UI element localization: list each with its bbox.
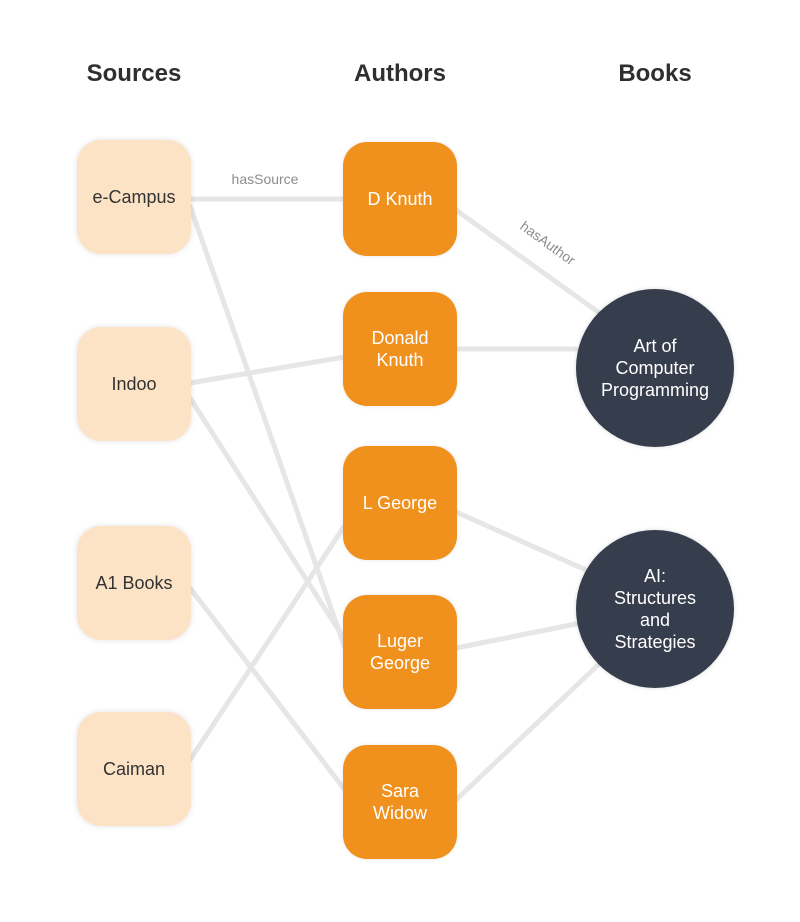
sources-column-header: Sources — [86, 60, 182, 87]
source-node-e-campus[interactable]: e-Campus — [77, 140, 191, 254]
book-node-ai-structures-and-strategies[interactable]: AI: Structures and Strategies — [576, 530, 734, 688]
authors-column-header: Authors — [354, 60, 446, 87]
source-node-indoo[interactable]: Indoo — [77, 327, 191, 441]
edge-lgeorge-aistructures — [453, 509, 589, 573]
author-node-donald-knuth[interactable]: Donald Knuth — [343, 292, 457, 406]
has-source-label: hasSource — [232, 171, 299, 187]
edge-a1books-sarawidow — [187, 585, 348, 793]
author-node-l-george[interactable]: L George — [343, 446, 457, 560]
source-node-a1-books[interactable]: A1 Books — [77, 526, 191, 640]
author-node-sara-widow[interactable]: Sara Widow — [343, 745, 457, 859]
edge-ecampus-lugergeorge — [187, 203, 348, 651]
author-node-luger-george[interactable]: Luger George — [343, 595, 457, 709]
edge-indoo-lugergeorge — [187, 395, 348, 643]
edge-sarawidow-aistructures — [453, 662, 601, 803]
edge-lugergeorge-aistructures — [453, 621, 579, 651]
source-node-caiman[interactable]: Caiman — [77, 712, 191, 826]
edge-dknuth-artofcomputerprogramming — [453, 207, 601, 315]
book-node-art-of-computer-programming[interactable]: Art of Computer Programming — [576, 289, 734, 447]
books-column-header: Books — [618, 60, 692, 87]
edge-indoo-donaldknuth — [187, 354, 348, 386]
author-node-d-knuth[interactable]: D Knuth — [343, 142, 457, 256]
edge-group — [187, 196, 601, 803]
edge-caiman-lgeorge — [187, 522, 348, 763]
